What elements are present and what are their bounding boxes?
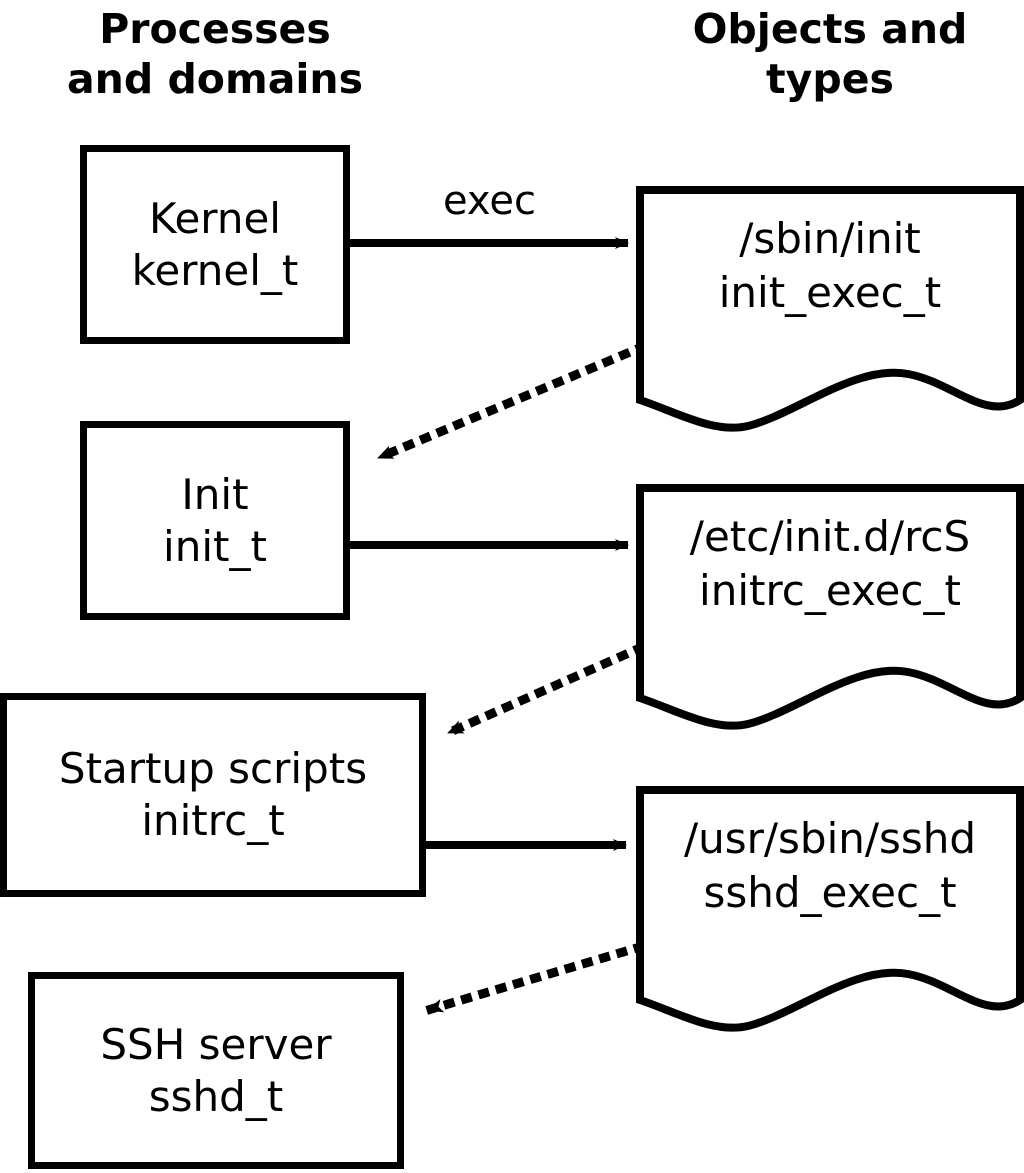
edge-label-exec: exec	[443, 178, 536, 224]
column-header-objects: Objects and types	[692, 5, 968, 103]
edge-init-exec-to-init	[372, 341, 648, 464]
object-doc-sshd-exec[interactable]: /usr/sbin/sshd sshd_exec_t	[636, 786, 1024, 1040]
object-doc-sshd-exec-label: /usr/sbin/sshd sshd_exec_t	[683, 814, 977, 917]
object-doc-init-exec-label: /sbin/init init_exec_t	[718, 214, 942, 317]
process-box-startup-scripts[interactable]: Startup scripts initrc_t	[0, 693, 426, 897]
edge-initrc-exec-to-initrc	[442, 642, 646, 739]
process-box-kernel[interactable]: Kernel kernel_t	[80, 145, 350, 344]
process-box-init[interactable]: Init init_t	[80, 421, 350, 620]
object-doc-init-exec[interactable]: /sbin/init init_exec_t	[636, 186, 1024, 440]
edge-sshd-exec-to-sshd	[422, 941, 646, 1016]
process-box-ssh-server[interactable]: SSH server sshd_t	[28, 972, 404, 1169]
object-doc-initrc-exec-label: /etc/init.d/rcS initrc_exec_t	[689, 512, 971, 615]
object-doc-initrc-exec[interactable]: /etc/init.d/rcS initrc_exec_t	[636, 484, 1024, 738]
column-header-processes: Processes and domains	[66, 5, 364, 103]
